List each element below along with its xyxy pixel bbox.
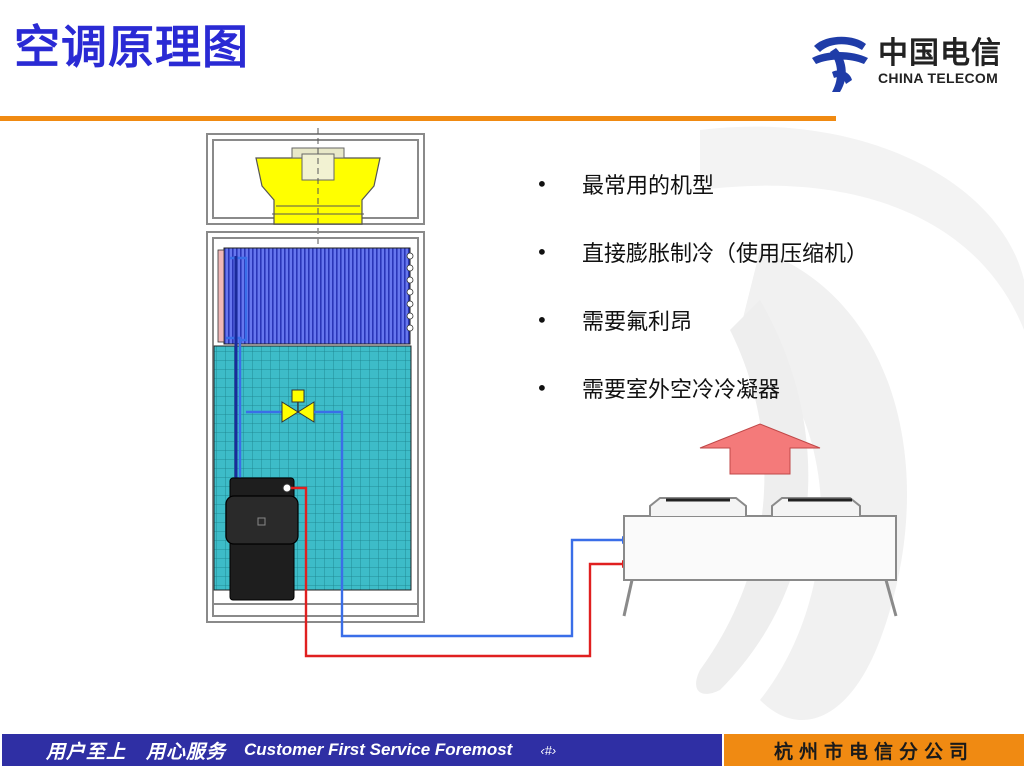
slide-footer: 用户至上 用心服务 Customer First Service Foremos… [0,732,1024,768]
brand-name-en: CHINA TELECOM [878,70,999,86]
compressor-icon [225,477,299,601]
footer-slogan-bar: 用户至上 用心服务 Customer First Service Foremos… [2,734,722,766]
brand-name-cn: 中国电信 [878,36,1002,71]
bullet-item: • 最常用的机型 [536,168,976,200]
brand-logo: 中国电信 CHINA TELECOM [806,28,1016,98]
bullet-text: 需要室外空冷冷凝器 [582,378,781,403]
bullet-dot: • [536,376,548,400]
heat-exhaust-arrow-icon [699,423,821,475]
footer-slogan-en: Customer First Service Foremost [244,740,513,759]
bullet-dot: • [536,240,548,264]
expansion-valve-icon [281,389,315,423]
bullet-text: 最常用的机型 [582,174,715,199]
title-divider [0,116,836,121]
bullet-list: • 最常用的机型 • 直接膨胀制冷（使用压缩机） • 需要氟利昂 • 需要室外空… [536,168,976,440]
china-telecom-logo-icon [812,36,868,92]
bullet-item: • 需要室外空冷冷凝器 [536,372,976,404]
outdoor-condenser-unit [622,497,898,617]
bullet-text: 直接膨胀制冷（使用压缩机） [582,242,869,267]
slide-title: 空调原理图 [14,20,249,74]
indoor-unit-cabinet [206,231,425,623]
blue-refrigerant-line [314,410,622,638]
bullet-item: • 需要氟利昂 [536,304,976,336]
bullet-dot: • [536,308,548,332]
bullet-text: 需要氟利昂 [582,310,693,335]
red-refrigerant-line [291,486,622,658]
footer-slogan: 用户至上 用心服务 [46,740,227,763]
footer-company: 杭州市电信分公司 [724,734,1024,766]
evaporator-coil [217,247,414,345]
footer-page-number: ‹#› [540,742,557,758]
bullet-dot: • [536,172,548,196]
bullet-item: • 直接膨胀制冷（使用压缩机） [536,236,976,268]
